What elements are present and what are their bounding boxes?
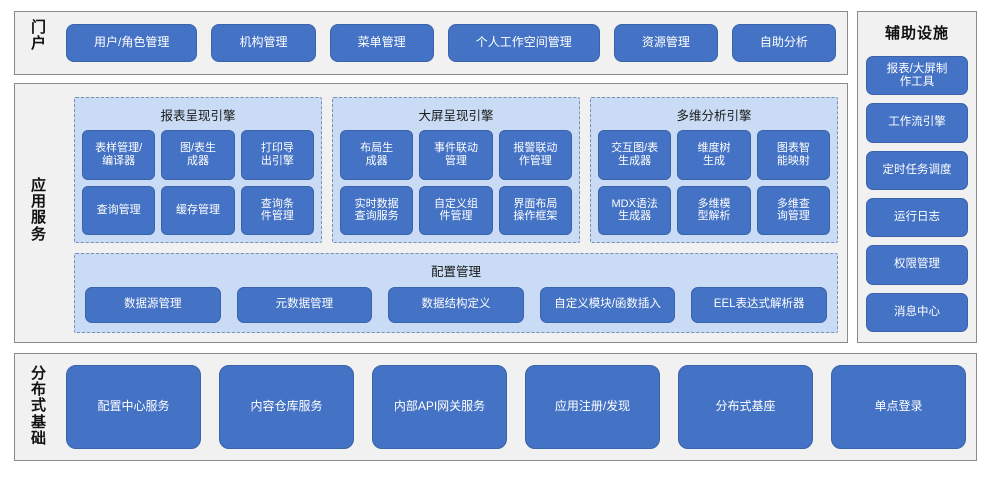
infra-item-content-repository-service[interactable]: 内容仓库服务	[219, 365, 354, 449]
config-item-metadata-management[interactable]: 元数据管理	[236, 287, 373, 323]
infra-item-single-sign-on[interactable]: 单点登录	[831, 365, 966, 449]
portal-item-organization-management[interactable]: 机构管理	[211, 24, 316, 62]
aux-item-permission-management[interactable]: 权限管理	[866, 245, 968, 285]
engine-item-ui-layout-operation-framework[interactable]: 界面布局 操作框架	[498, 185, 572, 235]
engine-item-alarm-linkage-action-management[interactable]: 报警联动 作管理	[498, 130, 572, 180]
portal-item-self-service-analysis[interactable]: 自助分析	[731, 24, 836, 62]
config-item-custom-module-function-insertion[interactable]: 自定义模块/函数插入	[539, 287, 676, 323]
engine-group-multidimensional-analysis: 多维分析引擎 交互图/表 生成器 维度树 生成 图表智 能映射 MDX语法 生成…	[590, 97, 838, 243]
config-item-eel-expression-parser[interactable]: EEL表达式解析器	[691, 287, 827, 323]
infra-item-application-registration-discovery[interactable]: 应用注册/发现	[525, 365, 660, 449]
engine-item-custom-component-management[interactable]: 自定义组 件管理	[419, 185, 493, 235]
engines-row: 报表呈现引擎 表样管理/ 编译器 图/表生 成器 打印导 出引擎 查询管理 缓存…	[74, 97, 838, 243]
engine-item-print-export-engine[interactable]: 打印导 出引擎	[240, 130, 314, 180]
config-item-data-structure-definition[interactable]: 数据结构定义	[388, 287, 524, 323]
engine-items-multidimensional-analysis: 交互图/表 生成器 维度树 生成 图表智 能映射 MDX语法 生成器 多维模 型…	[598, 130, 830, 235]
infra-item-internal-api-gateway-service[interactable]: 内部API网关服务	[372, 365, 507, 449]
engine-item-event-linkage-management[interactable]: 事件联动 管理	[419, 130, 493, 180]
engine-group-large-screen-rendering: 大屏呈现引擎 布局生 成器 事件联动 管理 报警联动 作管理 实时数据 查询服务…	[332, 97, 580, 243]
config-item-datasource-management[interactable]: 数据源管理	[85, 287, 221, 323]
engine-item-dimension-tree-generation[interactable]: 维度树 生成	[677, 130, 751, 180]
engine-item-mdx-syntax-generator[interactable]: MDX语法 生成器	[598, 185, 672, 235]
infra-item-config-center-service[interactable]: 配置中心服务	[66, 365, 201, 449]
portal-item-user-role-management[interactable]: 用户/角色管理	[66, 24, 198, 62]
engine-group-report-rendering: 报表呈现引擎 表样管理/ 编译器 图/表生 成器 打印导 出引擎 查询管理 缓存…	[74, 97, 322, 243]
engine-item-query-management[interactable]: 查询管理	[82, 185, 156, 235]
engine-title-multidimensional-analysis: 多维分析引擎	[676, 109, 752, 123]
portal-items-row: 用户/角色管理 机构管理 菜单管理 个人工作空间管理 资源管理 自助分析	[66, 24, 836, 62]
engine-item-chart-table-generator[interactable]: 图/表生 成器	[161, 130, 235, 180]
engine-item-chart-intelligent-mapping[interactable]: 图表智 能映射	[756, 130, 830, 180]
portal-item-personal-workspace-management[interactable]: 个人工作空间管理	[447, 24, 600, 62]
aux-item-message-center[interactable]: 消息中心	[866, 292, 968, 332]
aux-item-runtime-log[interactable]: 运行日志	[866, 197, 968, 238]
engine-item-multidimensional-model-parsing[interactable]: 多维模 型解析	[677, 185, 751, 235]
engine-item-realtime-data-query-service[interactable]: 实时数据 查询服务	[340, 185, 414, 235]
engine-item-report-template-management-compiler[interactable]: 表样管理/ 编译器	[82, 130, 156, 180]
portal-item-resource-management[interactable]: 资源管理	[613, 24, 718, 62]
portal-section-label: 门 户	[30, 19, 47, 53]
engine-item-cache-management[interactable]: 缓存管理	[161, 185, 235, 235]
engine-item-query-condition-management[interactable]: 查询条 件管理	[240, 185, 314, 235]
engine-item-layout-generator[interactable]: 布局生 成器	[340, 130, 414, 180]
distributed-infrastructure-items: 配置中心服务 内容仓库服务 内部API网关服务 应用注册/发现 分布式基座 单点…	[66, 365, 966, 449]
auxiliary-facilities-title: 辅助设施	[884, 25, 949, 42]
configuration-management-title: 配置管理	[430, 265, 481, 279]
auxiliary-facilities-items: 报表/大屏制 作工具 工作流引擎 定时任务调度 运行日志 权限管理 消息中心	[866, 56, 968, 332]
configuration-management-items: 数据源管理 元数据管理 数据结构定义 自定义模块/函数插入 EEL表达式解析器	[85, 287, 827, 323]
aux-item-workflow-engine[interactable]: 工作流引擎	[866, 103, 968, 143]
distributed-infrastructure-section-label: 分 布 式 基 础	[30, 365, 47, 447]
engine-items-report-rendering: 表样管理/ 编译器 图/表生 成器 打印导 出引擎 查询管理 缓存管理 查询条 …	[82, 130, 314, 235]
engine-item-multidimensional-query-management[interactable]: 多维查 询管理	[756, 185, 830, 235]
engine-item-interactive-chart-table-generator[interactable]: 交互图/表 生成器	[598, 130, 672, 180]
engine-title-report-rendering: 报表呈现引擎	[160, 109, 236, 123]
infra-item-distributed-base[interactable]: 分布式基座	[678, 365, 813, 449]
configuration-management-group: 配置管理 数据源管理 元数据管理 数据结构定义 自定义模块/函数插入 EEL表达…	[74, 253, 838, 333]
application-services-section-label: 应 用 服 务	[30, 177, 47, 243]
aux-item-scheduled-task-scheduling[interactable]: 定时任务调度	[866, 150, 968, 190]
engine-title-large-screen-rendering: 大屏呈现引擎	[418, 109, 494, 123]
portal-item-menu-management[interactable]: 菜单管理	[329, 24, 434, 62]
engine-items-large-screen-rendering: 布局生 成器 事件联动 管理 报警联动 作管理 实时数据 查询服务 自定义组 件…	[340, 130, 572, 235]
aux-item-report-large-screen-authoring-tool[interactable]: 报表/大屏制 作工具	[866, 56, 968, 96]
